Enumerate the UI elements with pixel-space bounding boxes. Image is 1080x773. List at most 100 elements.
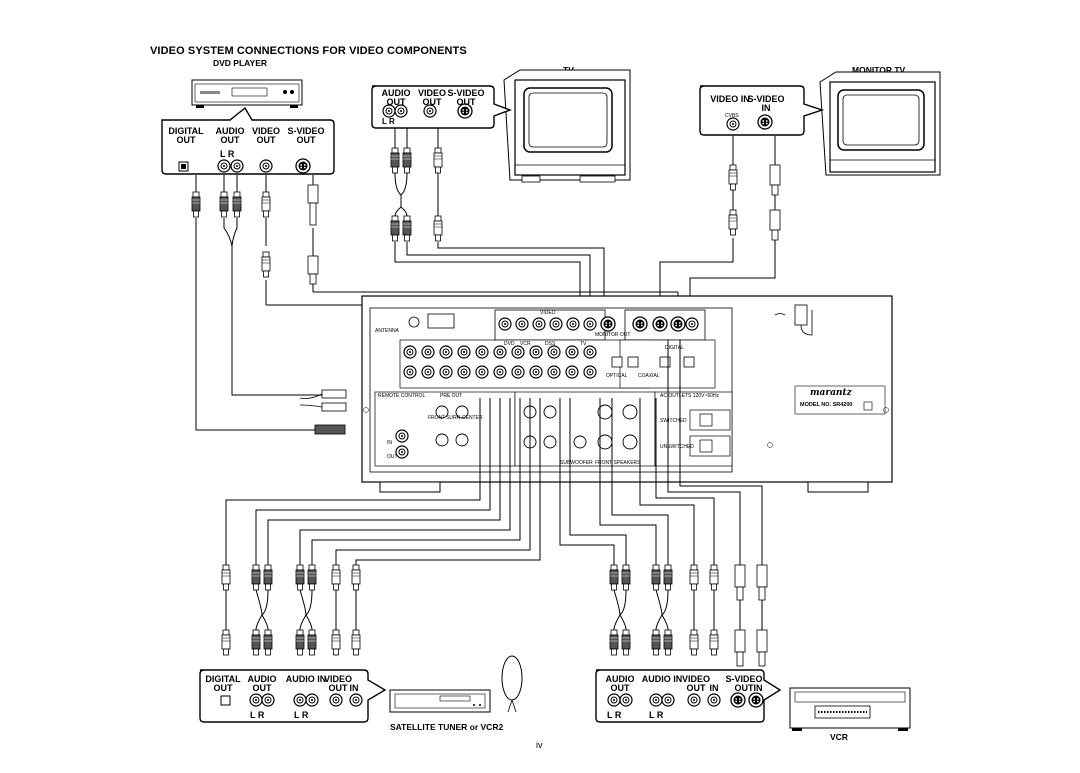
vcr-audio-out-r (619, 693, 633, 707)
satellite-tuner-label: SATELLITE TUNER or VCR2 (390, 722, 504, 732)
receiver-video-plug (261, 251, 271, 278)
monitor-video-in-jack (726, 117, 740, 131)
monitor-video-plug (728, 164, 738, 191)
receiver-optical-label: OPTICAL (606, 373, 628, 379)
rcv-tv-audio-l-plug (390, 215, 400, 242)
page-number: iv (536, 740, 543, 750)
receiver-digital-label: DIGITAL (665, 345, 685, 351)
sat-digital-out-label: DIGITAL OUT (205, 674, 241, 693)
bottom-cables (225, 340, 763, 631)
tv-cables (394, 128, 605, 320)
bottom-plugs-upper (221, 564, 768, 601)
sat-audio-out-r (261, 693, 275, 707)
receiver-switched-label: SWITCHED (660, 418, 687, 424)
tv-video-out-label: VIDEO OUT (417, 88, 446, 107)
sat-panel (199, 669, 387, 723)
vcr-device (789, 687, 911, 731)
vcr-audio-in-label: AUDIO IN (641, 674, 683, 684)
monitor-tv-device (819, 71, 941, 176)
monitor-video-in-label: VIDEO IN (710, 94, 750, 104)
receiver-in-label: IN (387, 440, 392, 446)
vcr-panel (595, 669, 782, 723)
receiver-pre-out-label: PRE OUT (440, 393, 463, 399)
receiver-front-speakers-label: FRONT SPEAKERS (595, 460, 641, 466)
receiver-center-label: CENTER (462, 415, 483, 421)
vcr-svideo-in (748, 692, 764, 708)
receiver-vcr-label: VCR (520, 341, 531, 347)
receiver-front-label: FRONT (428, 415, 446, 421)
tv-audio-out-label: AUDIO OUT (381, 88, 411, 107)
sat-video-in-label: IN (349, 683, 359, 693)
bottom-plugs-lower (221, 629, 768, 667)
monitor-svideo-in-label: S-VIDEO IN (747, 94, 785, 113)
dvd-audio-r-jack (230, 159, 244, 173)
receiver-ac-outlets-label: AC OUTLETS 120V~60Hz (660, 393, 720, 399)
monitor-svideo-in-jack (757, 114, 773, 130)
dvd-cables (195, 175, 679, 431)
receiver-tv-label: TV (580, 341, 587, 347)
vcr-audio-in-l (649, 693, 663, 707)
monitor-cables (659, 136, 776, 318)
receiver-unswitched-label: UNSWITCHED (660, 444, 694, 450)
dvd-audio-l-plug (219, 191, 229, 218)
vcr-lr2-label: L R (649, 710, 664, 720)
receiver-dvd-label: DVD (504, 341, 515, 347)
dvd-panel (161, 106, 335, 175)
receiver-coaxial-label: COAXIAL (638, 373, 660, 379)
receiver-subwoofer-label: SUBWOOFER (560, 460, 593, 466)
receiver-audio-jacks (403, 345, 695, 379)
remote-control-plugs (299, 389, 347, 435)
monitor-cvbs-label: CVBS (725, 113, 739, 119)
dvd-audio-out-label: AUDIO OUT (215, 126, 245, 145)
sat-video-out-label: VIDEO OUT (323, 674, 352, 693)
tv-lr-label: L R (382, 117, 395, 126)
tv-audio-r-plug (402, 147, 412, 174)
dvd-audio-l-jack (217, 159, 231, 173)
rcv-monitor-video-plug (728, 209, 738, 236)
dvd-lr-label: L R (220, 149, 235, 159)
rcv-tv-audio-r-plug (402, 215, 412, 242)
sat-video-in (349, 693, 363, 707)
receiver-antenna-label: ANTENNA (375, 328, 399, 334)
vcr-video-out-label: VIDEO OUT (681, 674, 710, 693)
dvd-svideo-out-jack (295, 158, 311, 174)
sat-audio-in-l (293, 693, 307, 707)
receiver-monitor-out-label: MONITOR OUT (595, 332, 631, 338)
sat-audio-out-l (249, 693, 263, 707)
receiver-back-panel (361, 295, 893, 493)
dvd-svideo-plug (307, 184, 319, 226)
monitor-tv-label: MONITOR TV (852, 65, 906, 75)
dvd-video-out-label: VIDEO OUT (251, 126, 280, 145)
sat-digital-jack (220, 695, 231, 706)
monitor-svideo-plug (769, 164, 781, 196)
tv-svideo-out-label: S-VIDEO OUT (447, 88, 485, 107)
rcv-monitor-svideo-plug (769, 209, 781, 241)
receiver-surr-label: SURR (446, 415, 461, 421)
tv-audio-l-plug (390, 147, 400, 174)
vcr-svideo-out (730, 692, 746, 708)
receiver-svideo-plug (307, 255, 319, 285)
vcr-svideo-out-label: S-VIDEO OUT (725, 674, 763, 693)
rcv-tv-video-plug (433, 215, 443, 242)
tv-device (503, 69, 631, 183)
receiver-remote-control-label: REMOTE CONTROL (378, 393, 426, 399)
receiver-model-label: MODEL NO. SR4200 (800, 402, 853, 408)
vcr-video-in-label: IN (709, 683, 719, 693)
dvd-video-plug (261, 191, 271, 218)
sat-audio-out-label: AUDIO OUT (247, 674, 277, 693)
dvd-svideo-out-label: S-VIDEO OUT (287, 126, 325, 145)
vcr-svideo-in-label: IN (753, 683, 763, 693)
receiver-video-label: VIDEO (540, 310, 556, 316)
vcr-video-in (707, 693, 721, 707)
dvd-optical-plug (191, 191, 201, 218)
vcr-audio-out-l (607, 693, 621, 707)
sat-audio-in-label: AUDIO IN (285, 674, 327, 684)
vcr-video-out (687, 693, 701, 707)
sat-lr1-label: L R (250, 710, 265, 720)
dvd-player-device (191, 79, 303, 108)
vcr-lr1-label: L R (607, 710, 622, 720)
sat-audio-in-r (305, 693, 319, 707)
receiver-dss-label: DSS (545, 341, 556, 347)
dvd-audio-r-plug (232, 191, 242, 218)
dvd-digital-out-label: DIGITAL OUT (168, 126, 204, 145)
